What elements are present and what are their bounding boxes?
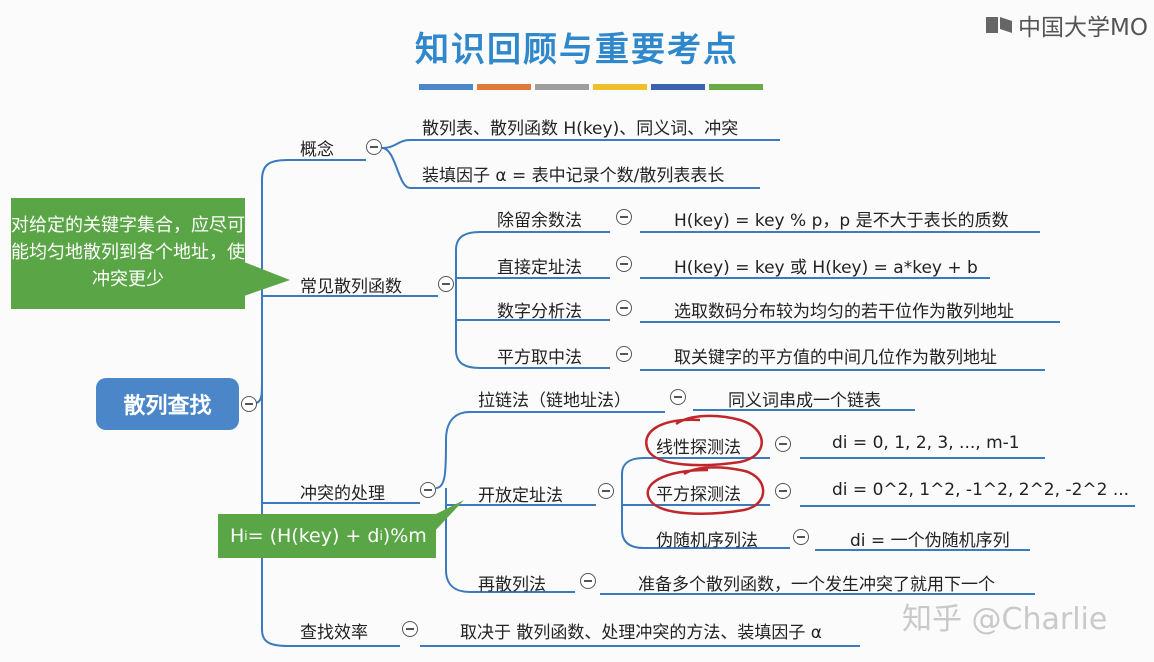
collapse-hash-function-icon[interactable] — [616, 209, 632, 225]
page-title: 知识回顾与重要考点 — [415, 30, 739, 70]
chaining-desc: 同义词串成一个链表 — [728, 391, 881, 411]
concept-item: 装填因子 α = 表中记录个数/散列表表长 — [422, 166, 725, 186]
brand-logo: 中国大学MO — [984, 8, 1148, 42]
efficiency-desc: 取决于 散列函数、处理冲突的方法、装填因子 α — [460, 623, 823, 643]
collapse-hash-function-icon[interactable] — [616, 346, 632, 362]
title-stripe-yellow — [593, 84, 647, 90]
brand-text: 中国大学MO — [1018, 15, 1148, 41]
hash-function-desc: H(key) = key % p，p 是不大于表长的质数 — [674, 211, 1009, 231]
collapse-chaining-icon[interactable] — [670, 389, 686, 405]
probe-method-desc: di = 0^2, 1^2, -1^2, 2^2, -2^2 ... — [832, 480, 1130, 500]
formula-main: H — [230, 525, 245, 547]
formula-sub-i2: i — [379, 529, 383, 543]
formula-tail: )%m — [382, 525, 427, 547]
root-node[interactable]: 散列查找 — [96, 378, 239, 430]
branch-concept[interactable]: 概念 — [300, 140, 334, 160]
title-stripe-orange — [477, 84, 531, 90]
goal-callout: 对给定的关键字集合，应尽可能均匀地散列到各个地址，使冲突更少 — [11, 198, 245, 309]
collapse-hash-function-icon[interactable] — [616, 300, 632, 316]
hash-function-name[interactable]: 数字分析法 — [497, 302, 582, 322]
title-stripe-navy — [651, 84, 705, 90]
hash-function-desc: 取关键字的平方值的中间几位作为散列地址 — [674, 348, 997, 368]
probe-method-name[interactable]: 线性探测法 — [656, 438, 741, 458]
branch-hash-functions[interactable]: 常见散列函数 — [300, 277, 402, 297]
probe-method-name[interactable]: 平方探测法 — [656, 485, 741, 505]
collapse-concept-icon[interactable] — [366, 139, 382, 155]
collapse-root-icon[interactable] — [241, 396, 257, 412]
mooc-logo-icon — [984, 13, 1014, 37]
collapse-hash-functions-icon[interactable] — [438, 276, 454, 292]
open-addressing-name[interactable]: 开放定址法 — [478, 486, 563, 506]
collapse-conflict-icon[interactable] — [420, 482, 436, 498]
rehash-name[interactable]: 再散列法 — [478, 575, 546, 595]
hash-function-desc: 选取数码分布较为均匀的若干位作为散列地址 — [674, 302, 1014, 322]
watermark: 知乎 @Charlie — [902, 602, 1108, 637]
title-stripe-blue — [419, 84, 473, 90]
rehash-desc: 准备多个散列函数，一个发生冲突了就用下一个 — [638, 575, 995, 595]
probe-method-desc: di = 0, 1, 2, 3, ..., m-1 — [832, 433, 1020, 453]
branch-conflict[interactable]: 冲突的处理 — [300, 484, 385, 504]
collapse-hash-function-icon[interactable] — [616, 256, 632, 272]
probe-method-name[interactable]: 伪随机序列法 — [656, 531, 758, 551]
branch-efficiency[interactable]: 查找效率 — [300, 623, 368, 643]
hash-function-desc: H(key) = key 或 H(key) = a*key + b — [674, 258, 978, 278]
collapse-probe-method-icon[interactable] — [775, 483, 791, 499]
collapse-probe-method-icon[interactable] — [793, 529, 809, 545]
hash-function-name[interactable]: 除留余数法 — [497, 211, 582, 231]
hash-function-name[interactable]: 平方取中法 — [497, 348, 582, 368]
title-stripe-green — [709, 84, 763, 90]
title-stripe-gray — [535, 84, 589, 90]
concept-item: 散列表、散列函数 H(key)、同义词、冲突 — [422, 119, 739, 139]
collapse-probe-method-icon[interactable] — [775, 436, 791, 452]
hash-function-name[interactable]: 直接定址法 — [497, 258, 582, 278]
collapse-efficiency-icon[interactable] — [402, 621, 418, 637]
collapse-open-addressing-icon[interactable] — [598, 483, 614, 499]
formula-mid: = (H(key) + d — [247, 525, 380, 547]
collapse-rehash-icon[interactable] — [580, 573, 596, 589]
probe-method-desc: di = 一个伪随机序列 — [850, 531, 1010, 551]
formula-sub-i: i — [244, 529, 248, 543]
chaining-name[interactable]: 拉链法（链地址法） — [478, 391, 631, 411]
